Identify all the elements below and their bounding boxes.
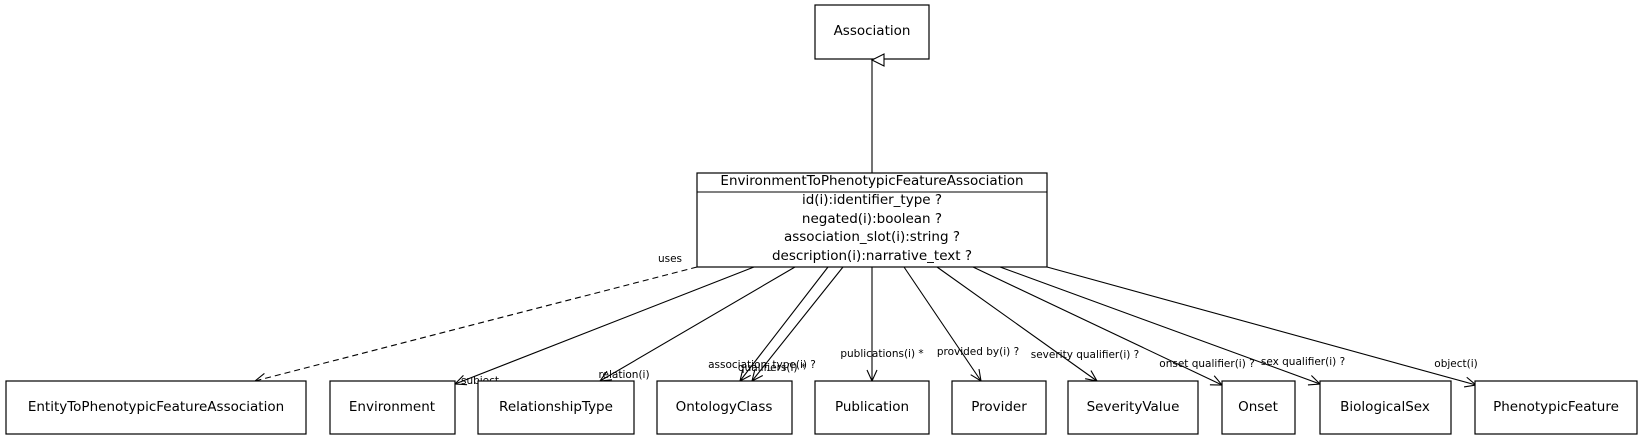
class-publication[interactable]: Publication	[814, 380, 930, 435]
class-biological-sex[interactable]: BiologicalSex	[1319, 380, 1452, 435]
main-class-label: EnvironmentToPhenotypicFeatureAssociatio…	[720, 173, 1023, 189]
class-onset[interactable]: Onset	[1221, 380, 1296, 435]
edge-subject	[453, 266, 755, 386]
class-label: Provider	[971, 399, 1027, 415]
edge-object	[1046, 266, 1478, 388]
class-relationship-type[interactable]: RelationshipType	[477, 380, 635, 435]
edge-label-sex-qualifier: sex qualifier(i) ?	[1261, 356, 1345, 368]
edge-label-onset-qualifier: onset qualifier(i) ?	[1159, 358, 1254, 370]
class-label: RelationshipType	[499, 399, 613, 415]
class-ontology-class[interactable]: OntologyClass	[656, 380, 793, 435]
attribute-negated: negated(i):boolean ?	[802, 211, 942, 227]
class-label: BiologicalSex	[1340, 399, 1430, 415]
edge-label-relation: relation(i)	[598, 369, 649, 381]
edge-severity-qualifier	[936, 266, 1099, 382]
edge-label-uses: uses	[658, 253, 682, 265]
edge-label-provided-by: provided by(i) ?	[937, 346, 1019, 358]
attribute-description: description(i):narrative_text ?	[772, 248, 972, 264]
class-label: OntologyClass	[676, 399, 773, 415]
class-provider[interactable]: Provider	[951, 380, 1047, 435]
edge-label-object: object(i)	[1434, 358, 1477, 370]
class-label: Environment	[349, 399, 435, 415]
edge-label-severity-qualifier: severity qualifier(i) ?	[1031, 349, 1140, 361]
edge-label-publications: publications(i) *	[840, 348, 923, 360]
attribute-association-slot: association_slot(i):string ?	[784, 229, 960, 245]
class-label: PhenotypicFeature	[1493, 399, 1619, 415]
class-association-label: Association	[834, 23, 911, 39]
attribute-id: id(i):identifier_type ?	[802, 192, 942, 208]
edge-provided-by	[903, 266, 982, 383]
class-phenotypic-feature[interactable]: PhenotypicFeature	[1474, 380, 1638, 435]
class-association[interactable]: Association	[814, 4, 930, 60]
class-label: Publication	[835, 399, 909, 415]
class-severity-value[interactable]: SeverityValue	[1067, 380, 1199, 435]
class-label: EntityToPhenotypicFeatureAssociation	[28, 399, 284, 415]
edge-sex-qualifier	[999, 266, 1322, 386]
edge-uses	[253, 266, 698, 384]
edge-label-association-type: association_type(i) ?	[708, 359, 816, 371]
class-label: SeverityValue	[1087, 399, 1180, 415]
class-environment-to-phenotypic-feature-association[interactable]: EnvironmentToPhenotypicFeatureAssociatio…	[696, 172, 1048, 268]
edge-onset-qualifier	[972, 266, 1224, 386]
edge-relation	[598, 266, 796, 382]
class-label: Onset	[1238, 399, 1278, 415]
class-entity-to-phenotypic-feature-association[interactable]: EntityToPhenotypicFeatureAssociation	[5, 380, 307, 435]
edge-qualifiers	[751, 266, 844, 383]
class-environment[interactable]: Environment	[329, 380, 456, 435]
edge-association-type	[739, 266, 829, 383]
edge-label-qualifiers: qualifiers(i) *	[738, 362, 806, 374]
